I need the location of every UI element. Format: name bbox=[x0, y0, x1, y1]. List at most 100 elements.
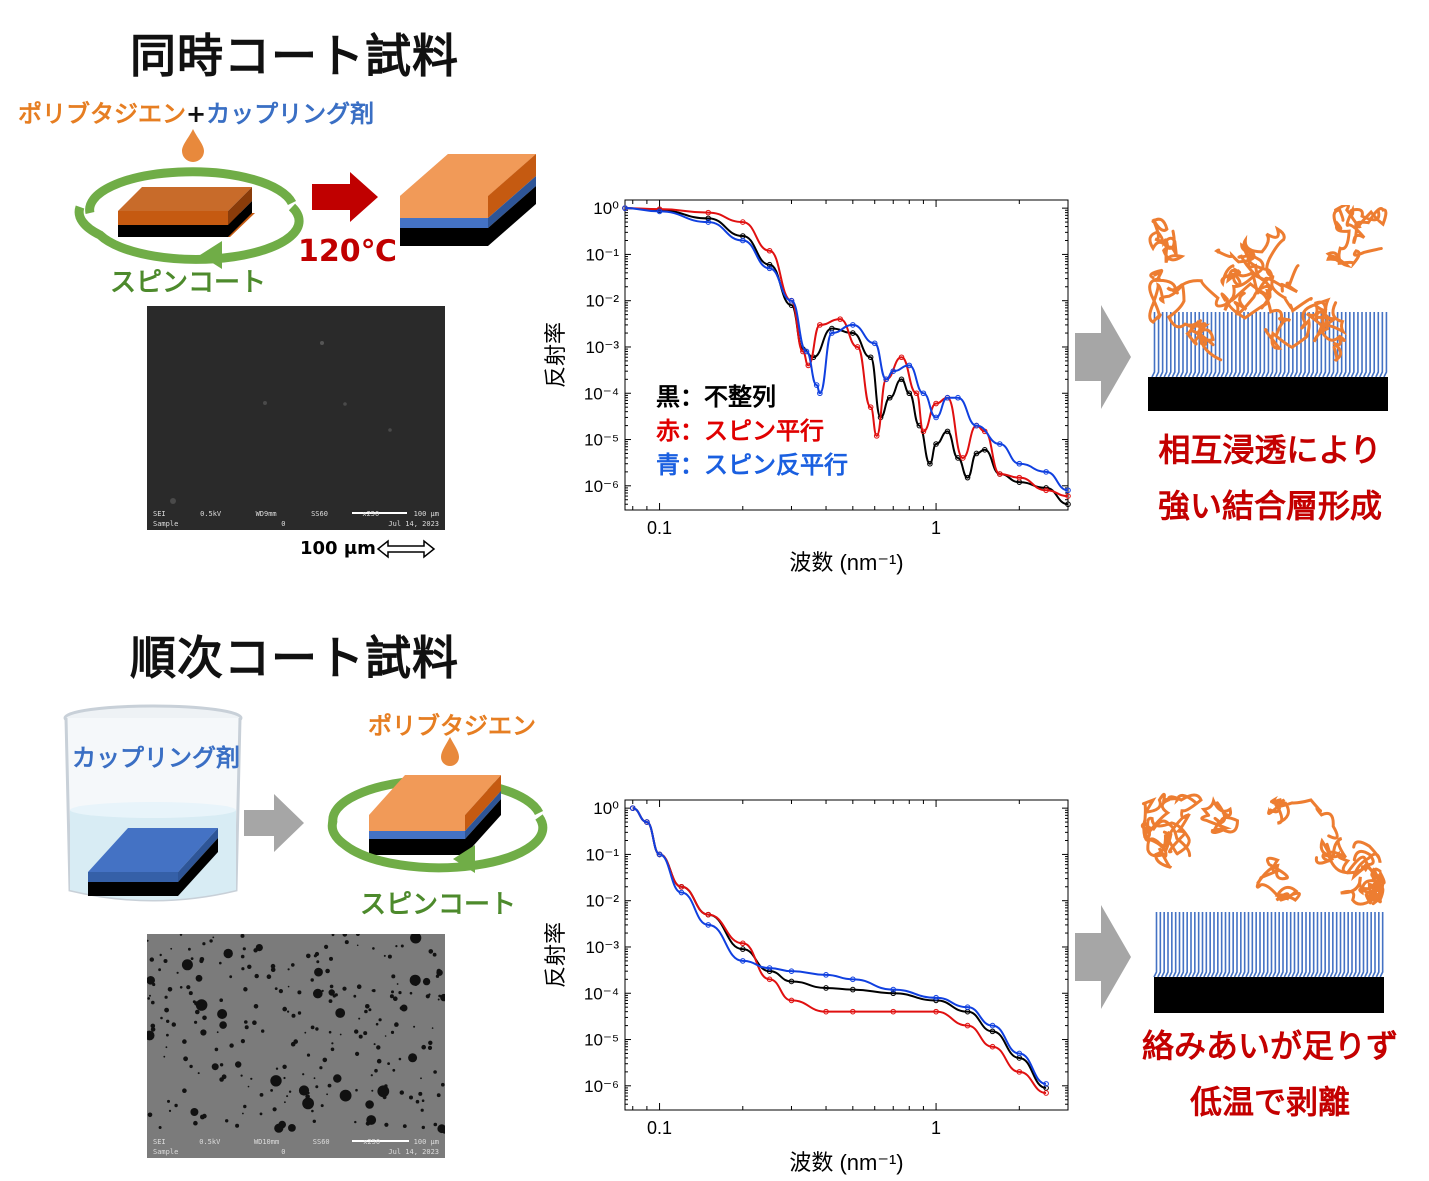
sem-pore bbox=[428, 993, 431, 996]
data-point-black bbox=[989, 1028, 996, 1035]
sem-pore bbox=[190, 1108, 199, 1116]
coupling-molecule bbox=[1244, 312, 1249, 378]
coupling-molecule bbox=[1256, 912, 1261, 978]
polymer-chain bbox=[1166, 273, 1292, 337]
sem-pore bbox=[306, 1053, 311, 1057]
data-point-red bbox=[913, 390, 920, 397]
coupling-molecule bbox=[1360, 912, 1365, 978]
sem-pore bbox=[374, 1068, 378, 1073]
sem-pore bbox=[163, 1055, 166, 1058]
coupling-molecule bbox=[1245, 912, 1250, 978]
sem-pore bbox=[182, 1039, 187, 1044]
sem-pore bbox=[243, 1104, 247, 1109]
top-conclusion-line1: 相互浸透により bbox=[1158, 431, 1382, 469]
data-point-red bbox=[817, 322, 823, 328]
sem-pore bbox=[183, 1056, 188, 1062]
heating-arrow-icon bbox=[312, 172, 378, 222]
data-point-blue bbox=[823, 972, 829, 978]
sem-pore bbox=[287, 968, 290, 971]
sem-pore bbox=[189, 1064, 193, 1069]
data-point-red bbox=[920, 428, 927, 435]
sem-pore bbox=[427, 1045, 433, 1050]
sem-pore bbox=[342, 986, 347, 991]
coupling-molecule bbox=[1342, 312, 1347, 378]
sem-pore bbox=[197, 1072, 200, 1075]
beaker-label: カップリング剤 bbox=[72, 744, 240, 772]
sem-pore bbox=[240, 934, 245, 938]
substrate bbox=[1154, 977, 1384, 1013]
sem-pore bbox=[322, 1057, 328, 1063]
sem-pore bbox=[431, 1027, 434, 1029]
data-point-blue bbox=[850, 976, 856, 983]
sem-pore bbox=[174, 1103, 178, 1108]
data-point-blue bbox=[964, 1004, 971, 1010]
polymer-chain bbox=[1334, 205, 1388, 245]
coupling-molecule bbox=[1229, 912, 1234, 978]
coupling-molecule bbox=[1287, 912, 1292, 978]
data-point-blue bbox=[933, 414, 939, 421]
coupling-molecule bbox=[1375, 312, 1380, 378]
spin-arrow-icon bbox=[327, 814, 548, 873]
sem-pore bbox=[297, 990, 302, 995]
sem-pore bbox=[166, 1033, 169, 1037]
coupling-molecule bbox=[1237, 912, 1242, 978]
data-point-blue bbox=[813, 382, 820, 388]
coupling-molecule bbox=[1206, 912, 1211, 978]
sem-pore bbox=[165, 1046, 168, 1049]
coupling-molecule bbox=[1224, 312, 1229, 378]
sem-pore bbox=[437, 998, 440, 1001]
coupling-molecule bbox=[1172, 912, 1177, 978]
sem-pore bbox=[356, 984, 362, 989]
data-point-red bbox=[788, 997, 795, 1004]
sem-pore bbox=[321, 989, 324, 992]
data-point-blue bbox=[850, 322, 856, 328]
coupling-molecule bbox=[1216, 312, 1221, 378]
coupling-molecule bbox=[1302, 912, 1307, 978]
coupling-molecule bbox=[1252, 912, 1257, 978]
data-point-blue bbox=[644, 819, 650, 825]
data-point-red bbox=[705, 911, 712, 918]
sem-pore bbox=[274, 987, 278, 990]
y-tick-label: 10⁻³ bbox=[585, 938, 619, 957]
sem-pore bbox=[171, 1022, 176, 1027]
coupling-molecule bbox=[1257, 312, 1262, 378]
coupling-molecule bbox=[1222, 912, 1227, 978]
y-axis-label: 反射率 bbox=[543, 322, 568, 388]
coupling-molecule bbox=[1375, 912, 1380, 978]
data-point-red bbox=[766, 976, 773, 983]
sem-pore bbox=[376, 1058, 382, 1064]
sem-pore bbox=[394, 1022, 399, 1027]
coupling-molecule bbox=[1291, 912, 1296, 978]
sem-pore bbox=[160, 1016, 163, 1020]
sem-pore bbox=[409, 991, 413, 995]
sem-pore bbox=[409, 974, 421, 986]
polymer-chain bbox=[1148, 268, 1184, 324]
coupling-molecule bbox=[1297, 312, 1302, 378]
sem-pore bbox=[219, 1021, 227, 1029]
plot-frame bbox=[624, 799, 1069, 1111]
sem-pore bbox=[282, 1064, 287, 1069]
sem-pore bbox=[179, 986, 183, 989]
sem-pore bbox=[242, 947, 246, 951]
data-point-black bbox=[890, 990, 897, 997]
chart-legend: 黒：不整列 赤：スピン平行 青：スピン反平行 bbox=[656, 380, 848, 482]
top-conclusion: 相互浸透により 強い結合層形成 bbox=[1120, 422, 1420, 534]
data-point-red bbox=[739, 219, 746, 225]
sem-pore bbox=[291, 963, 295, 967]
sem-pore bbox=[194, 1020, 198, 1024]
sem-pore bbox=[243, 987, 248, 992]
data-point-black bbox=[964, 474, 971, 481]
polymer-chain bbox=[1325, 208, 1383, 269]
data-point-blue bbox=[788, 968, 795, 974]
coupling-molecule bbox=[1163, 312, 1168, 378]
sem-pore bbox=[364, 1009, 368, 1014]
legend-black: 黒：不整列 bbox=[656, 383, 776, 411]
temperature-label: 120℃ bbox=[298, 234, 397, 269]
sem-pore bbox=[270, 1089, 273, 1092]
spin-arrow-icon bbox=[74, 203, 304, 264]
sem-pore bbox=[436, 1093, 441, 1098]
sem-pore bbox=[200, 1114, 205, 1120]
